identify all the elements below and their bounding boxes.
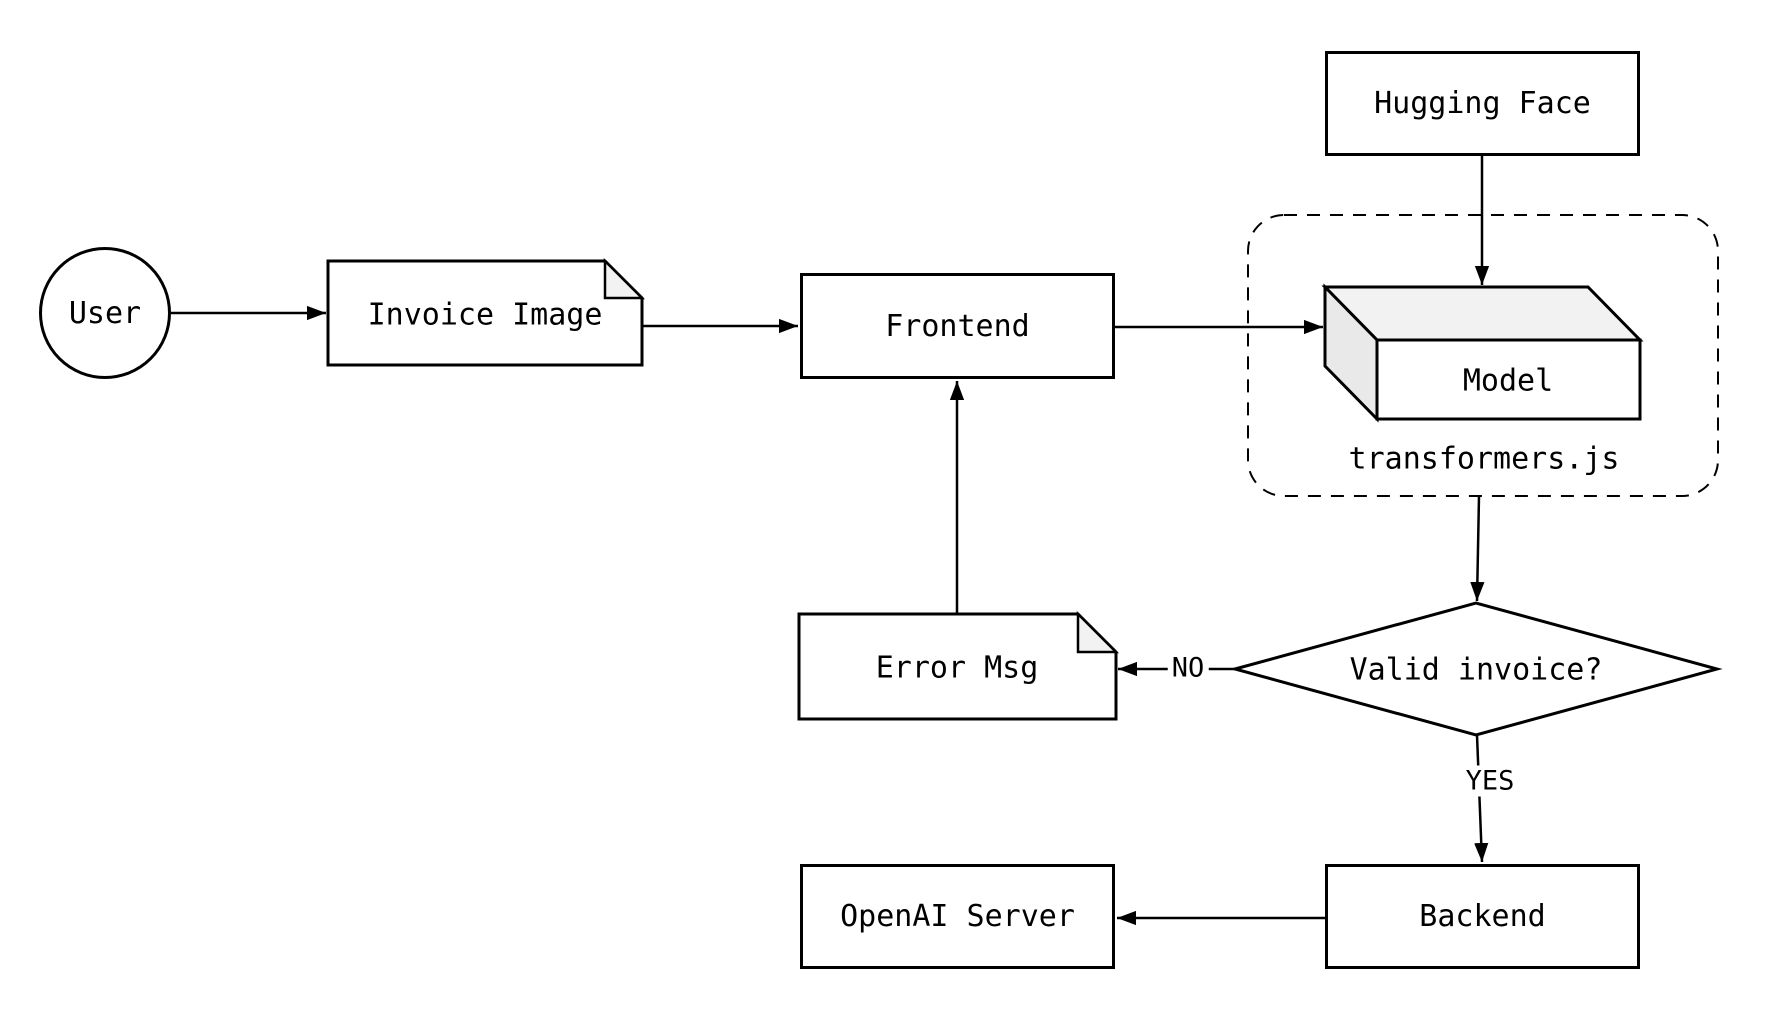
node-openai-server-label: OpenAI Server [840,899,1075,934]
node-user: User [39,247,171,379]
edge-transformers-to-valid-invoice [1470,495,1485,602]
node-frontend: Frontend [800,273,1115,379]
node-invoice-image-label: Invoice Image [367,297,603,333]
error-msg-fold-corner [1076,610,1120,654]
node-backend-label: Backend [1419,899,1546,934]
node-hugging-face-label: Hugging Face [1374,86,1591,121]
invoice-image-note-shape [326,257,646,367]
node-model-label: Model [1462,363,1554,399]
invoice-image-fold-corner [603,257,646,300]
edge-label-no: NO [1167,652,1209,684]
edge-label-yes: YES [1461,765,1519,797]
edge-valid-invoice-to-backend [1474,734,1489,863]
error-msg-note-shape [797,610,1120,721]
node-user-label: User [68,295,142,331]
model-box3d-shape [1321,283,1644,423]
transformers-container-shape [1247,214,1719,497]
node-frontend-label: Frontend [885,308,1030,344]
node-valid-invoice-label: Valid invoice? [1349,652,1603,688]
node-openai-server: OpenAI Server [800,864,1115,969]
valid-invoice-diamond-shape [1229,601,1723,737]
model-box3d-front-face [1375,338,1642,421]
model-box3d-top-face [1321,285,1644,342]
node-error-msg-label: Error Msg [875,650,1039,686]
node-hugging-face: Hugging Face [1325,51,1640,156]
node-backend: Backend [1325,864,1640,969]
transformers-container-label: transformers.js [1348,441,1620,477]
edges-group [171,156,1490,926]
